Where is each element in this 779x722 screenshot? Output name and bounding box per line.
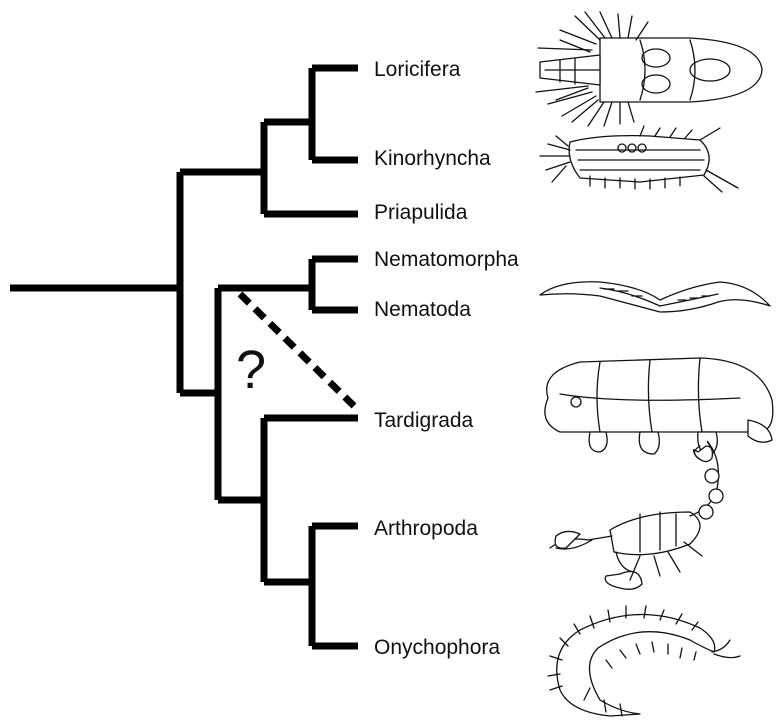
tardigrade-drawing bbox=[545, 358, 773, 454]
label-tardigrada: Tardigrada bbox=[374, 409, 474, 432]
label-loricifera: Loricifera bbox=[374, 58, 461, 81]
label-priapulida: Priapulida bbox=[374, 201, 468, 224]
scorpion-drawing bbox=[550, 441, 723, 589]
label-kinorhyncha: Kinorhyncha bbox=[374, 147, 491, 170]
label-onychophora: Onychophora bbox=[374, 636, 500, 659]
velvet-worm-drawing bbox=[548, 606, 740, 716]
label-arthropoda: Arthropoda bbox=[374, 517, 478, 540]
label-nematoda: Nematoda bbox=[374, 298, 471, 321]
label-nematomorpha: Nematomorpha bbox=[374, 248, 519, 271]
nematode-drawing bbox=[540, 282, 770, 312]
kinorhyncha-drawing bbox=[540, 126, 738, 192]
question-mark: ? bbox=[236, 340, 266, 400]
loricifera-drawing bbox=[536, 12, 762, 126]
